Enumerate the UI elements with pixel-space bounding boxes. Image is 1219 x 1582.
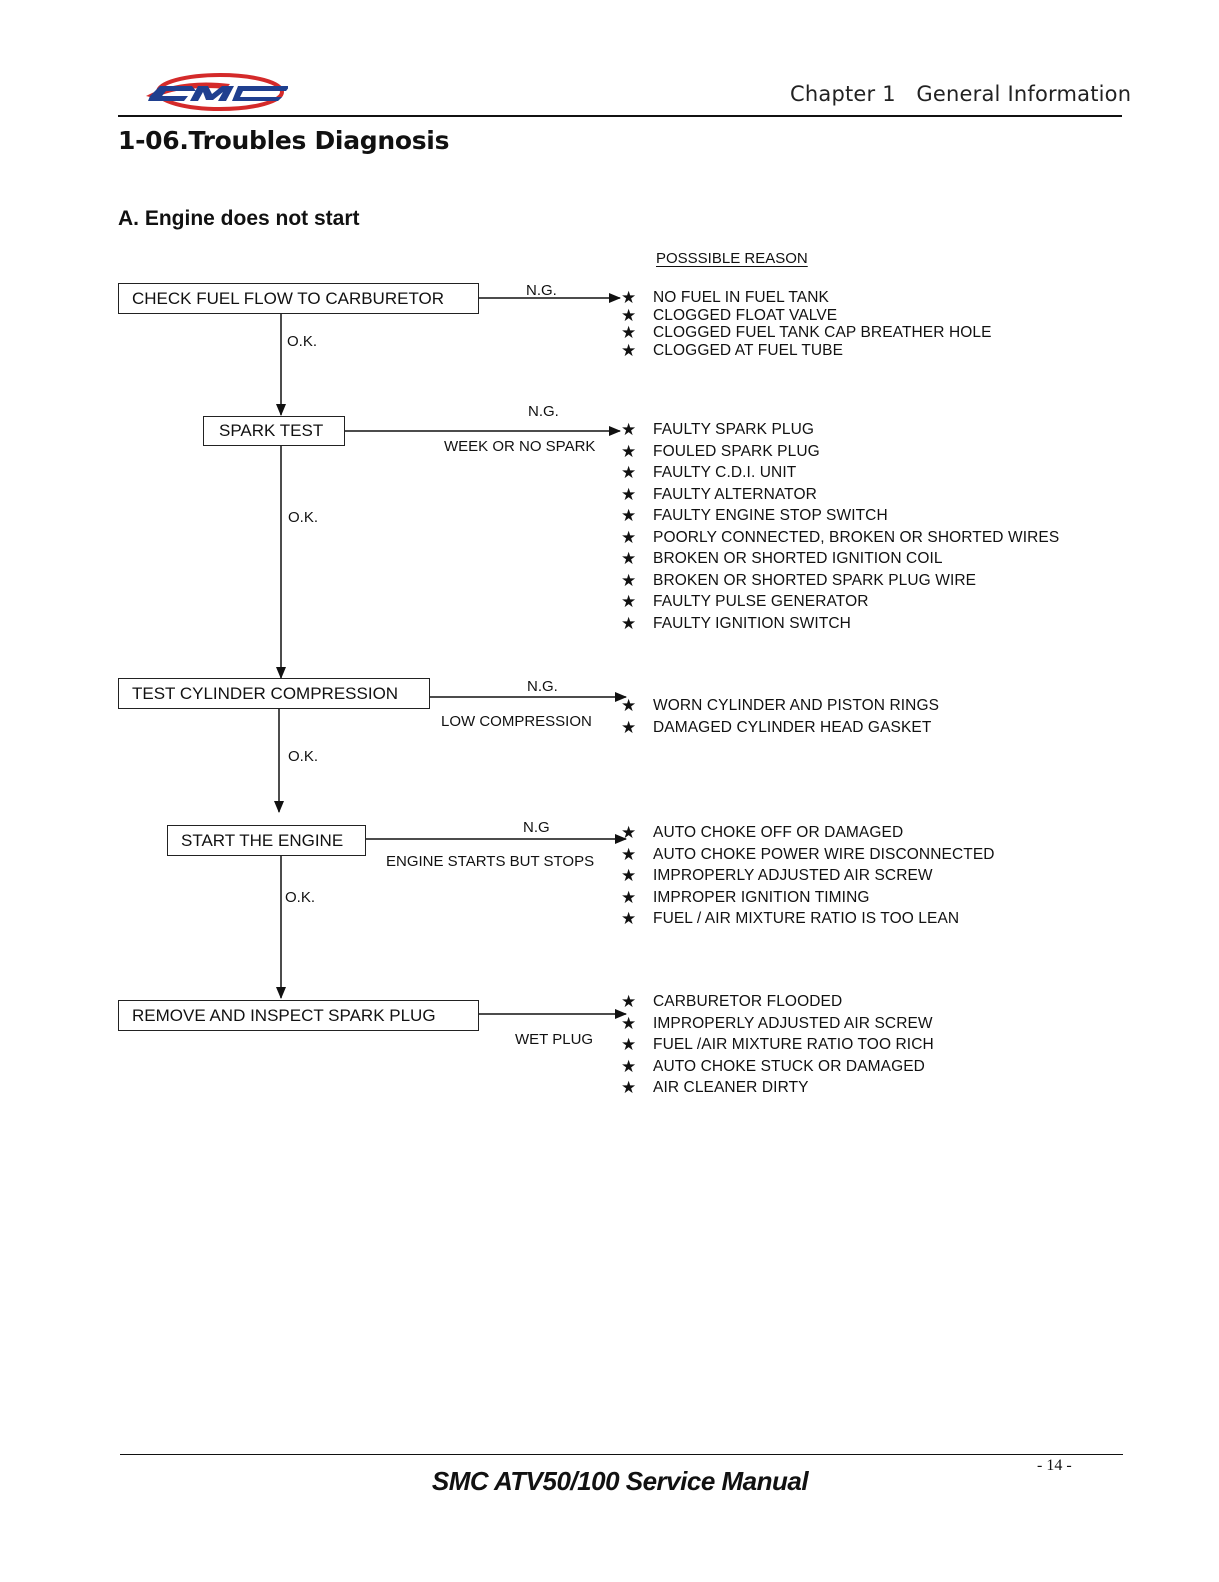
remove-inspect-spark-plug-box: REMOVE AND INSPECT SPARK PLUG <box>118 1000 479 1031</box>
reason-item: ★AUTO CHOKE STUCK OR DAMAGED <box>621 1056 925 1076</box>
star-icon: ★ <box>621 484 637 504</box>
star-icon: ★ <box>621 549 637 568</box>
reason-item: ★FOULED SPARK PLUG <box>621 441 820 461</box>
reason-item: ★FAULTY ENGINE STOP SWITCH <box>621 506 888 525</box>
chapter-heading: Chapter 1 General Information <box>790 82 1132 106</box>
reason-item: ★FAULTY C.D.I. UNIT <box>621 463 797 482</box>
reason-item: ★WORN CYLINDER AND PISTON RINGS <box>621 696 940 715</box>
reason-item: ★CLOGGED AT FUEL TUBE <box>621 340 844 360</box>
ng-label-3: N.G. <box>527 678 558 695</box>
star-icon: ★ <box>621 506 637 525</box>
reason-item: ★AUTO CHOKE OFF OR DAMAGED <box>621 823 904 842</box>
star-icon: ★ <box>621 420 637 439</box>
reason-item: ★FAULTY PULSE GENERATOR <box>621 592 869 611</box>
star-icon: ★ <box>621 696 637 715</box>
ok-label-2: O.K. <box>288 509 319 526</box>
star-icon: ★ <box>621 1013 637 1033</box>
reason-item: ★CLOGGED FLOAT VALVE <box>621 305 838 325</box>
section-title: 1-06.Troubles Diagnosis <box>118 126 450 155</box>
ng-label-2: N.G. <box>528 403 559 420</box>
star-icon: ★ <box>621 887 637 907</box>
reason-item: ★AUTO CHOKE POWER WIRE DISCONNECTED <box>621 844 995 864</box>
reason-item: ★POORLY CONNECTED, BROKEN OR SHORTED WIR… <box>621 527 1060 547</box>
manual-title: SMC ATV50/100 Service Manual <box>431 1466 809 1496</box>
reason-item: ★FUEL / AIR MIXTURE RATIO IS TOO LEAN <box>621 909 960 928</box>
reasons-list-1: ★NO FUEL IN FUEL TANK ★CLOGGED FLOAT VAL… <box>621 287 992 361</box>
reason-item: ★DAMAGED CYLINDER HEAD GASKET <box>621 717 932 737</box>
star-icon: ★ <box>621 844 637 864</box>
ok-label-3: O.K. <box>288 748 319 765</box>
reasons-list-2: ★FAULTY SPARK PLUG ★FOULED SPARK PLUG ★F… <box>621 419 1059 634</box>
possible-reason-heading: POSSSIBLE REASON <box>656 250 808 267</box>
star-icon: ★ <box>621 441 637 461</box>
condition-label-5: WET PLUG <box>515 1031 594 1048</box>
star-icon: ★ <box>621 613 637 633</box>
reason-item: ★CLOGGED FUEL TANK CAP BREATHER HOLE <box>621 323 992 342</box>
star-icon: ★ <box>621 463 637 482</box>
ok-label-1: O.K. <box>287 333 318 350</box>
star-icon: ★ <box>621 1078 637 1097</box>
reason-item: ★IMPROPER IGNITION TIMING <box>621 887 870 907</box>
reason-item: ★BROKEN OR SHORTED IGNITION COIL <box>621 549 943 568</box>
star-icon: ★ <box>621 340 637 360</box>
check-fuel-flow-box: CHECK FUEL FLOW TO CARBURETOR <box>118 283 479 314</box>
star-icon: ★ <box>621 592 637 611</box>
star-icon: ★ <box>621 866 637 885</box>
star-icon: ★ <box>621 909 637 928</box>
reason-item: ★BROKEN OR SHORTED SPARK PLUG WIRE <box>621 570 977 590</box>
reasons-list-4: ★AUTO CHOKE OFF OR DAMAGED ★AUTO CHOKE P… <box>621 822 995 930</box>
subsection-title: A. Engine does not start <box>118 207 360 230</box>
header-divider <box>118 115 1122 117</box>
star-icon: ★ <box>621 717 637 737</box>
reason-item: ★FUEL /AIR MIXTURE RATIO TOO RICH <box>621 1035 934 1054</box>
reason-item: ★FAULTY SPARK PLUG <box>621 420 815 439</box>
condition-label-3: LOW COMPRESSION <box>441 713 592 730</box>
reasons-list-5: ★CARBURETOR FLOODED ★IMPROPERLY ADJUSTED… <box>621 991 934 1099</box>
reason-item: ★IMPROPERLY ADJUSTED AIR SCREW <box>621 1013 933 1033</box>
reason-item: ★FAULTY IGNITION SWITCH <box>621 613 851 633</box>
test-cylinder-compression-box: TEST CYLINDER COMPRESSION <box>118 678 430 709</box>
reason-item: ★CARBURETOR FLOODED <box>621 992 843 1011</box>
star-icon: ★ <box>621 992 637 1011</box>
spark-test-box: SPARK TEST <box>203 416 345 446</box>
ok-label-4: O.K. <box>285 889 316 906</box>
reason-item: ★FAULTY ALTERNATOR <box>621 484 817 504</box>
star-icon: ★ <box>621 1056 637 1076</box>
condition-label-2: WEEK OR NO SPARK <box>444 438 596 455</box>
star-icon: ★ <box>621 323 637 342</box>
star-icon: ★ <box>621 823 637 842</box>
star-icon: ★ <box>621 305 637 325</box>
ng-label-1: N.G. <box>526 282 557 299</box>
star-icon: ★ <box>621 570 637 590</box>
reasons-list-3: ★WORN CYLINDER AND PISTON RINGS ★DAMAGED… <box>621 695 939 738</box>
start-the-engine-box: START THE ENGINE <box>167 825 366 856</box>
page-number: - 14 - <box>1037 1457 1072 1474</box>
reason-item: ★IMPROPERLY ADJUSTED AIR SCREW <box>621 866 933 885</box>
star-icon: ★ <box>621 527 637 547</box>
smc-logo <box>146 73 288 111</box>
reason-item: ★NO FUEL IN FUEL TANK <box>621 288 829 307</box>
footer-divider <box>120 1454 1123 1455</box>
star-icon: ★ <box>621 1035 637 1054</box>
star-icon: ★ <box>621 288 637 307</box>
condition-label-4: ENGINE STARTS BUT STOPS <box>386 853 595 870</box>
reason-item: ★AIR CLEANER DIRTY <box>621 1078 809 1097</box>
ng-label-4: N.G <box>523 819 550 836</box>
